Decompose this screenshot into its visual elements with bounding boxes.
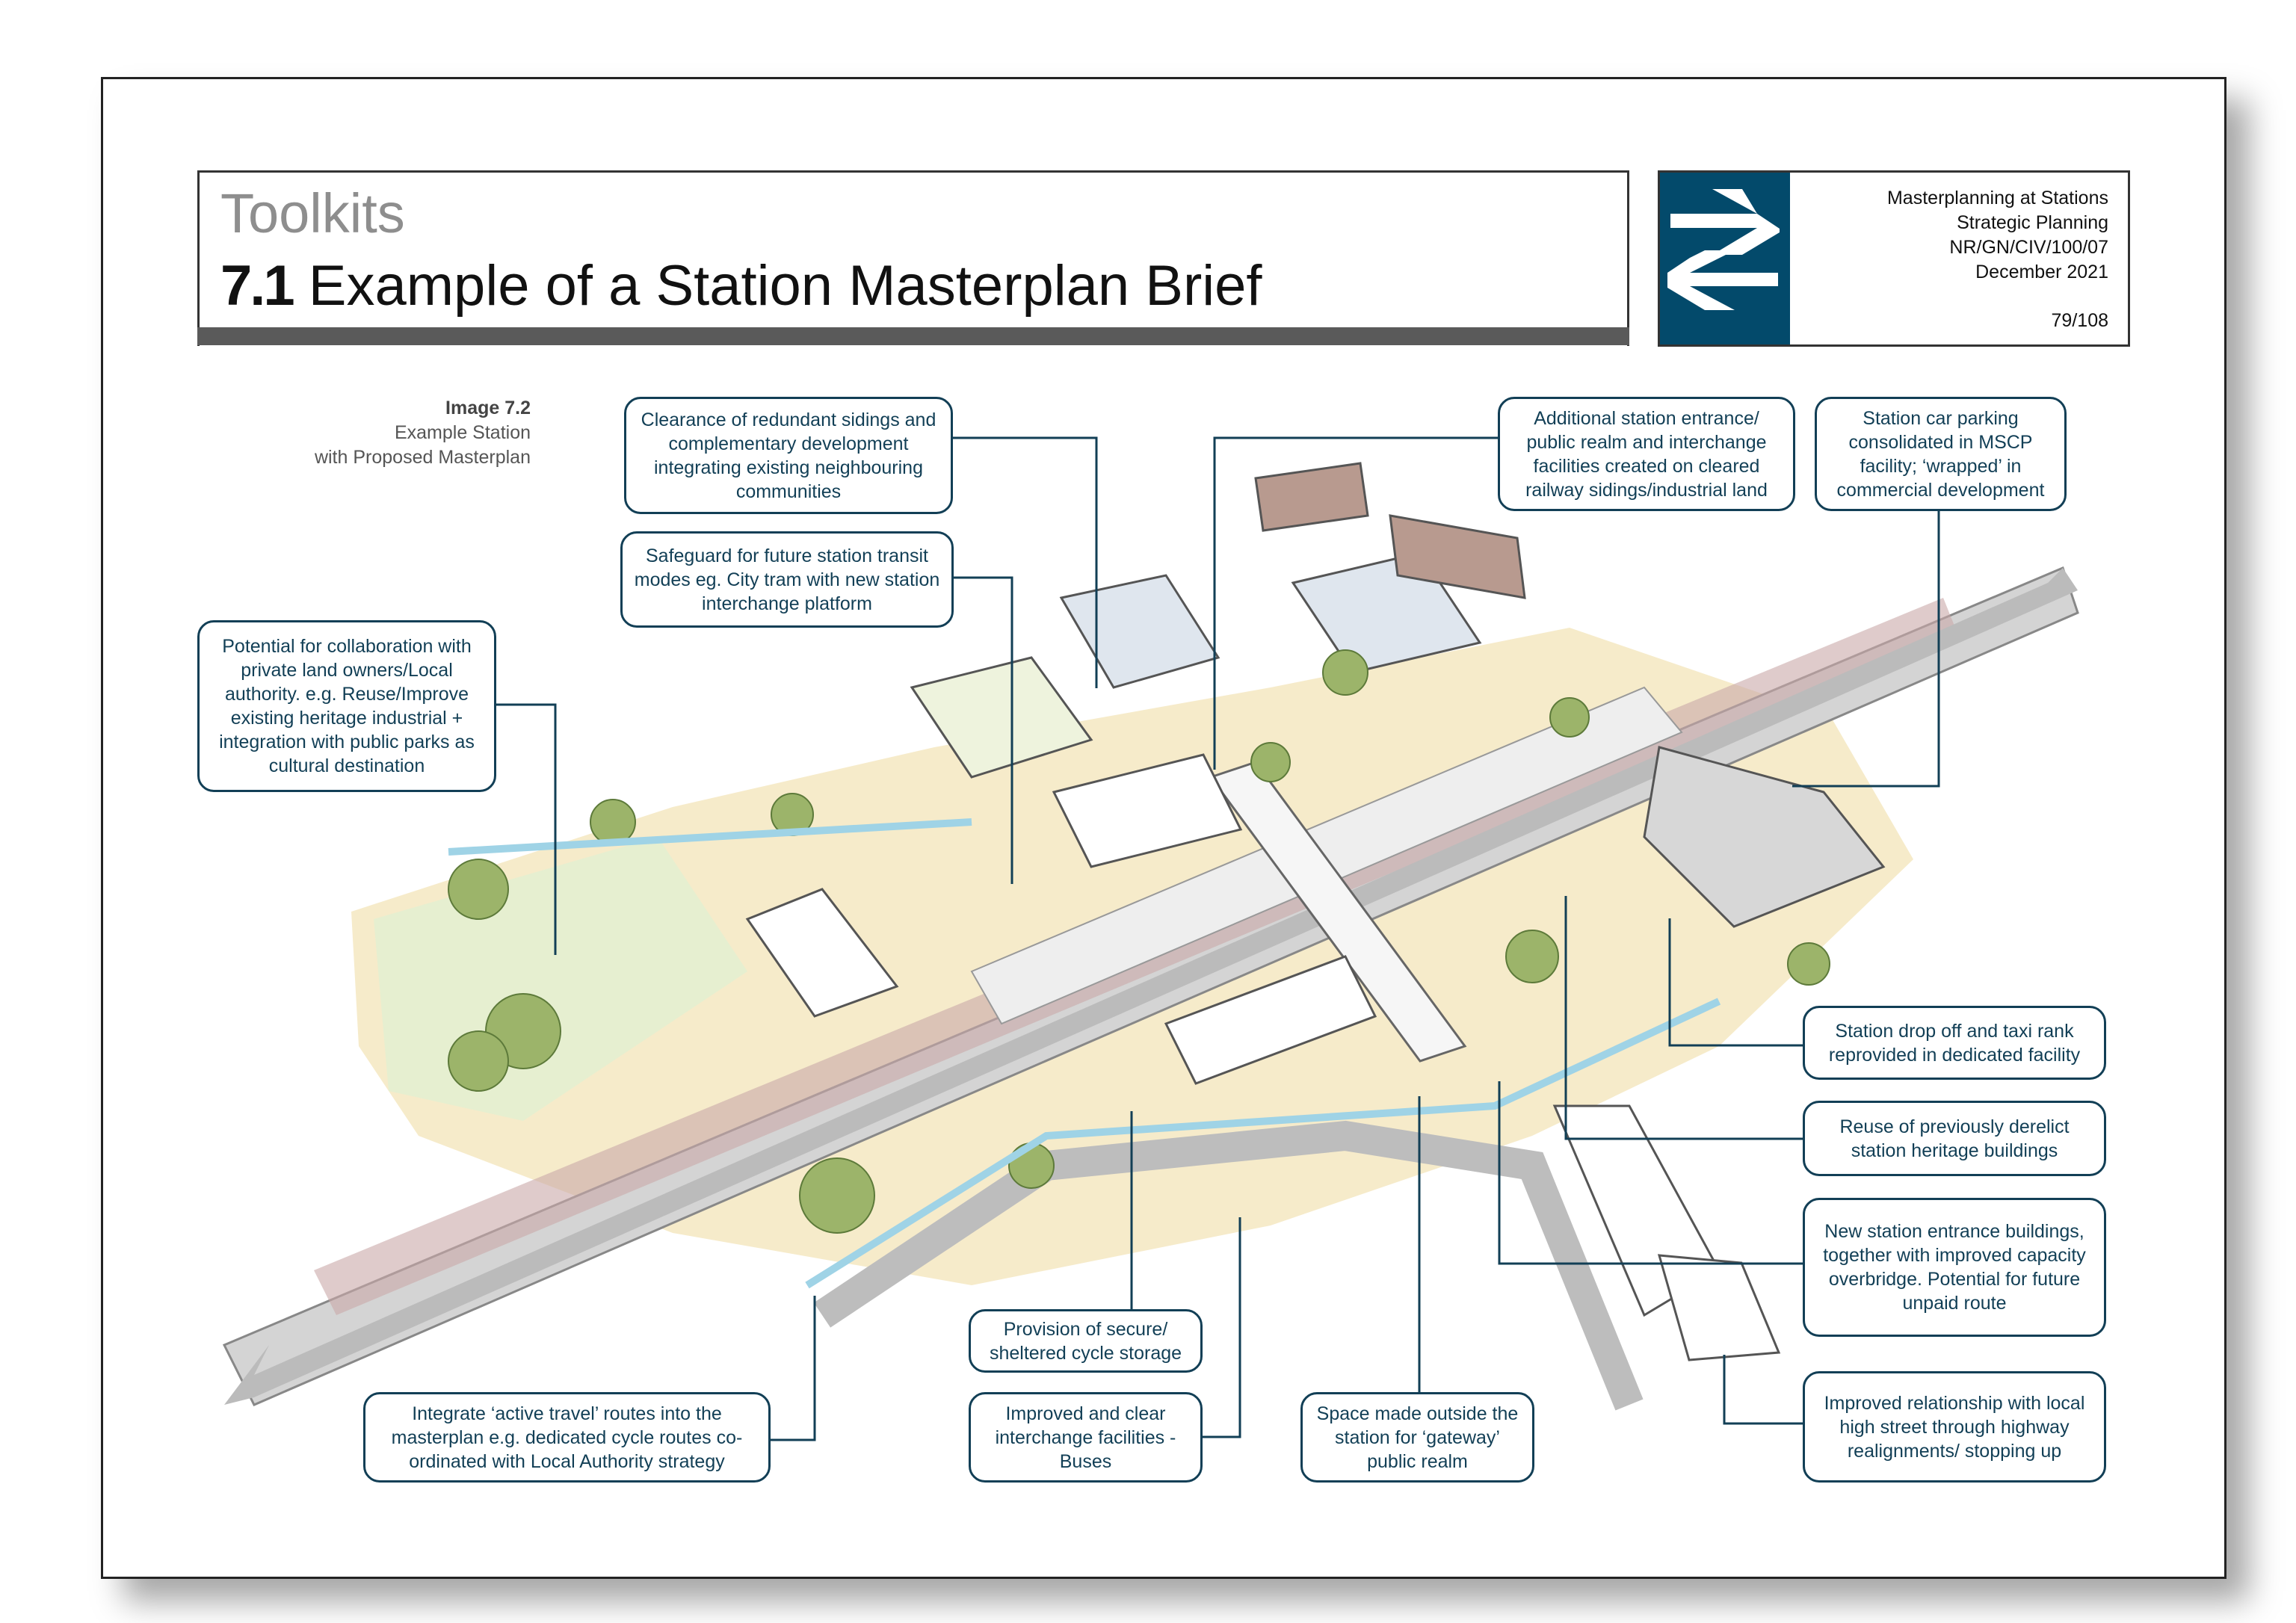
callout-clearance-sidings: Clearance of redundant sidings and compl…: [624, 397, 953, 514]
building: [1389, 514, 1526, 599]
callout-collaboration: Potential for collaboration with private…: [197, 620, 496, 792]
leader-line: [1564, 896, 1803, 1140]
station-building: [1164, 955, 1377, 1085]
title-text: Example of a Station Masterplan Brief: [308, 254, 1262, 318]
section-label: Toolkits: [220, 182, 405, 244]
section-number: 7.1: [220, 254, 295, 318]
caption-label: Image 7.2: [445, 398, 531, 418]
meta-line: Strategic Planning: [1957, 212, 2108, 233]
leader-line: [1668, 918, 1803, 1047]
rail-logo-icon: [1660, 173, 1790, 344]
station-building: [1052, 753, 1243, 868]
caption-line: with Proposed Masterplan: [314, 447, 531, 468]
tree: [1787, 942, 1830, 986]
meta-line: December 2021: [1975, 262, 2108, 282]
road: [813, 1120, 1644, 1411]
callout-car-parking: Station car parking consolidated in MSCP…: [1815, 397, 2067, 511]
leader-line: [1792, 511, 1940, 788]
tree: [448, 859, 509, 920]
leader-line: [1498, 1081, 1803, 1265]
platforms: [970, 686, 1683, 1025]
callout-gateway-realm: Space made outside the station for ‘gate…: [1300, 1392, 1534, 1483]
tree: [1008, 1143, 1055, 1189]
building: [910, 656, 1093, 779]
mscp: [1643, 746, 1886, 928]
title-box: Toolkits 7.1 Example of a Station Master…: [197, 170, 1629, 346]
callout-bus-interchange: Improved and clear interchange facilitie…: [969, 1392, 1203, 1483]
callout-additional-entrance: Additional station entrance/ public real…: [1498, 397, 1795, 511]
meta-line: NR/GN/CIV/100/07: [1949, 237, 2108, 258]
tree: [1322, 649, 1368, 696]
building: [1059, 574, 1220, 689]
cycle-route: [805, 998, 1721, 1289]
meta-line: Masterplanning at Stations: [1886, 188, 2108, 208]
tree: [590, 799, 636, 845]
leader-line: [771, 1296, 816, 1441]
tree: [1549, 697, 1590, 738]
building: [1291, 551, 1482, 674]
callout-drop-off: Station drop off and taxi rank reprovide…: [1803, 1006, 2106, 1080]
page-title: 7.1 Example of a Station Masterplan Brie…: [220, 253, 1262, 318]
callout-active-travel: Integrate ‘active travel’ routes into th…: [363, 1392, 771, 1483]
leader-line: [496, 703, 557, 955]
page-number: 79/108: [2051, 310, 2108, 331]
callout-safeguard-transit: Safeguard for future station transit mod…: [620, 531, 954, 628]
leader-line: [1203, 1217, 1241, 1438]
callout-high-street: Improved relationship with local high st…: [1803, 1371, 2106, 1483]
tree: [799, 1157, 875, 1234]
image-caption: Image 7.2 Example Station with Proposed …: [315, 396, 531, 470]
road-arrow: [224, 568, 2078, 1405]
tree: [1250, 742, 1291, 782]
callout-new-entrance: New station entrance buildings, together…: [1803, 1198, 2106, 1337]
building: [1254, 462, 1369, 532]
callout-heritage-reuse: Reuse of previously derelict station her…: [1803, 1101, 2106, 1176]
tree: [448, 1030, 509, 1092]
document-info-box: Masterplanning at Stations Strategic Pla…: [1658, 170, 2130, 347]
cycle-route: [448, 818, 972, 856]
leader-line: [952, 436, 1098, 688]
document-meta: Masterplanning at Stations Strategic Pla…: [1887, 186, 2108, 285]
leader-line: [1213, 436, 1498, 770]
caption-line: Example Station: [394, 422, 531, 443]
leader-line: [1723, 1355, 1803, 1425]
heritage-shed: [745, 888, 899, 1018]
callout-cycle-storage: Provision of secure/ sheltered cycle sto…: [969, 1309, 1203, 1373]
tree: [1505, 930, 1559, 983]
high-street-buildings: [1657, 1254, 1781, 1361]
title-underline-bar: [197, 327, 1629, 345]
leader-line: [954, 576, 1013, 884]
